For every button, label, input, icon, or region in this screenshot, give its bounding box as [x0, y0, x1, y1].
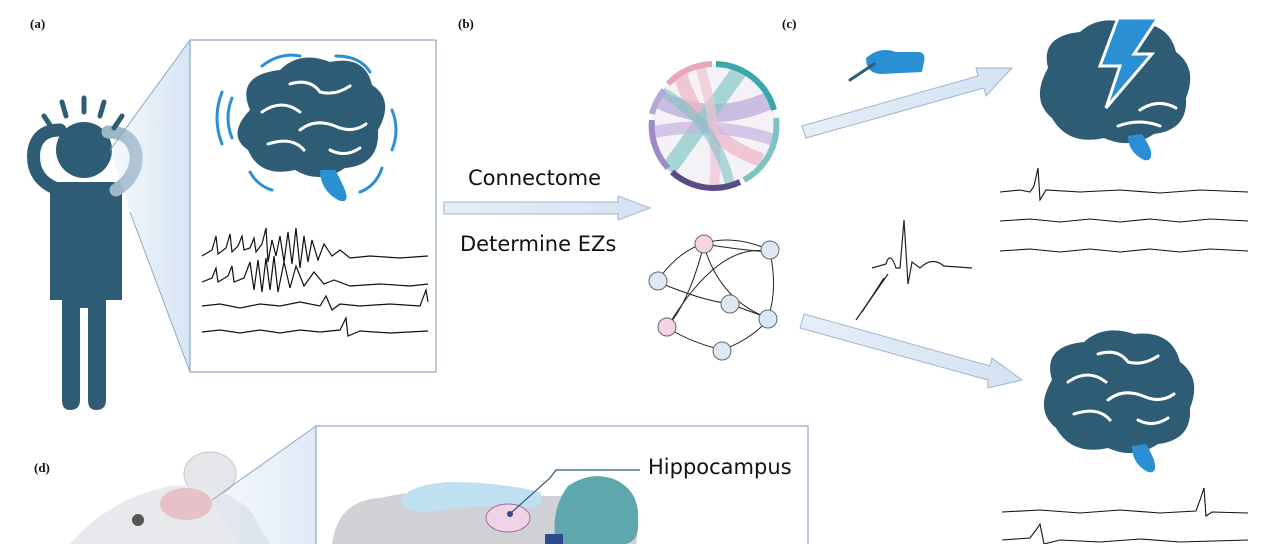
panel-label-b: (b) [458, 16, 474, 31]
determine-ezs-label: Determine EZs [460, 232, 617, 256]
connectome-chord-diagram [648, 61, 780, 191]
zoom-wedge-d [212, 426, 316, 544]
headache-person-icon [27, 95, 143, 410]
panel-label-c: (c) [782, 16, 797, 31]
arrow-surgery [801, 67, 1014, 139]
panel-label-a: (a) [30, 16, 46, 31]
arrow-stimulation [799, 313, 1024, 389]
brain-icon [1043, 330, 1195, 473]
ez-network-graph [648, 234, 780, 361]
connectome-label: Connectome [468, 166, 602, 190]
sagittal-brain-section [332, 469, 640, 544]
post-surgery-eeg-traces [999, 167, 1249, 253]
electrode-recording-icon [855, 219, 973, 321]
arrow-connectome [443, 195, 652, 221]
eeg-traces [201, 227, 429, 337]
brain-seizure-icon [215, 53, 398, 202]
panel-label-d: (d) [34, 460, 50, 475]
hippocampus-label: Hippocampus [648, 455, 792, 479]
brain-lightning-icon [1039, 16, 1191, 161]
stimulation-eeg-traces [1001, 487, 1249, 544]
scalpel-hand-icon [848, 50, 925, 82]
